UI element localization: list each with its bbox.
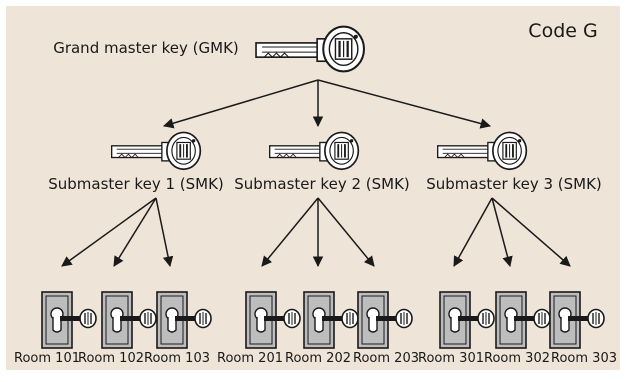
room-label: Room 103 <box>144 351 210 366</box>
room-label: Room 203 <box>353 351 419 366</box>
submaster-key-1: Submaster key 1 (SMK) <box>48 131 224 193</box>
arrow-icon <box>162 79 319 129</box>
room-label: Room 101 <box>14 351 80 366</box>
arrow-icon <box>61 197 157 267</box>
submaster-key-2: Submaster key 2 (SMK) <box>234 131 410 193</box>
gmk-arrows <box>162 79 492 129</box>
arrow-icon <box>261 197 319 267</box>
room-group-1: Room 101 Room 102 Room 103 <box>14 291 212 366</box>
arrow-icon <box>491 197 513 268</box>
room-label: Room 202 <box>285 351 351 366</box>
arrow-icon <box>453 197 493 267</box>
room-label: Room 102 <box>78 351 144 366</box>
room-group-3: Room 301 Room 302 Room 303 <box>418 291 617 366</box>
grand-master-key: Grand master key (GMK) <box>53 25 366 73</box>
arrow-icon <box>317 79 492 129</box>
room-label: Room 302 <box>484 351 550 366</box>
submaster-key-1-label: Submaster key 1 (SMK) <box>48 175 224 193</box>
arrow-icon <box>155 197 174 268</box>
submaster-key-2-label: Submaster key 2 (SMK) <box>234 175 410 193</box>
room-group-2: Room 201 Room 202 Room 203 <box>217 291 419 366</box>
arrow-icon <box>317 197 375 267</box>
code-label: Code G <box>528 20 597 42</box>
arrow-icon <box>113 197 157 267</box>
smk3-arrows <box>453 197 571 268</box>
submaster-key-3: Submaster key 3 (SMK) <box>426 131 602 193</box>
room-label: Room 301 <box>418 351 484 366</box>
smk2-arrows <box>261 197 375 268</box>
room-label: Room 201 <box>217 351 283 366</box>
grand-master-key-label: Grand master key (GMK) <box>53 39 239 57</box>
arrow-icon <box>491 197 571 267</box>
room-label: Room 303 <box>551 351 617 366</box>
smk1-arrows <box>61 197 174 268</box>
submaster-key-3-label: Submaster key 3 (SMK) <box>426 175 602 193</box>
